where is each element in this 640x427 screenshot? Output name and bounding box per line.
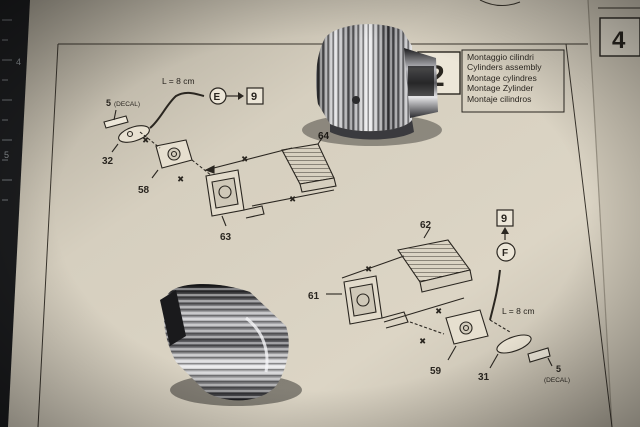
top-wire-length: L = 8 cm [162, 76, 195, 86]
bottom-wire-length: L = 8 cm [502, 306, 535, 316]
svg-text:×: × [366, 264, 371, 274]
svg-text:9: 9 [251, 91, 257, 103]
part-number-31: 31 [478, 372, 490, 383]
svg-text:×: × [143, 135, 148, 145]
title-spanish: Montaje cilindros [467, 93, 532, 104]
part-number-61: 61 [308, 291, 320, 302]
svg-text:×: × [290, 194, 295, 204]
part-number-62: 62 [420, 220, 432, 231]
svg-text:E: E [214, 92, 221, 103]
svg-text:×: × [436, 306, 441, 316]
svg-text:9: 9 [501, 213, 507, 225]
part-number-58: 58 [138, 185, 150, 196]
page-number: 4 [612, 27, 626, 54]
title-german: Montage Zylinder [467, 83, 534, 94]
part-number-32: 32 [102, 156, 114, 167]
decal-number-bottom: 5 [556, 364, 561, 374]
part-number-59: 59 [430, 366, 442, 377]
decal-number-top: 5 [106, 98, 111, 108]
decal-text-bottom: (DECAL) [544, 377, 570, 384]
title-english: Cylinders assembly [467, 62, 542, 73]
svg-text:×: × [178, 174, 183, 184]
title-french: Montage cylindres [467, 72, 537, 83]
svg-text:×: × [242, 154, 247, 164]
svg-text:F: F [502, 248, 508, 259]
ruler-mark-4: 4 [16, 57, 21, 67]
decal-text-top: (DECAL) [114, 101, 140, 108]
ruler-mark-5: 5 [4, 150, 9, 160]
part-number-63: 63 [220, 232, 232, 243]
svg-text:×: × [420, 336, 425, 346]
title-languages: Montaggio cilindri Cylinders assembly Mo… [467, 52, 563, 104]
title-italian: Montaggio cilindri [467, 52, 534, 62]
